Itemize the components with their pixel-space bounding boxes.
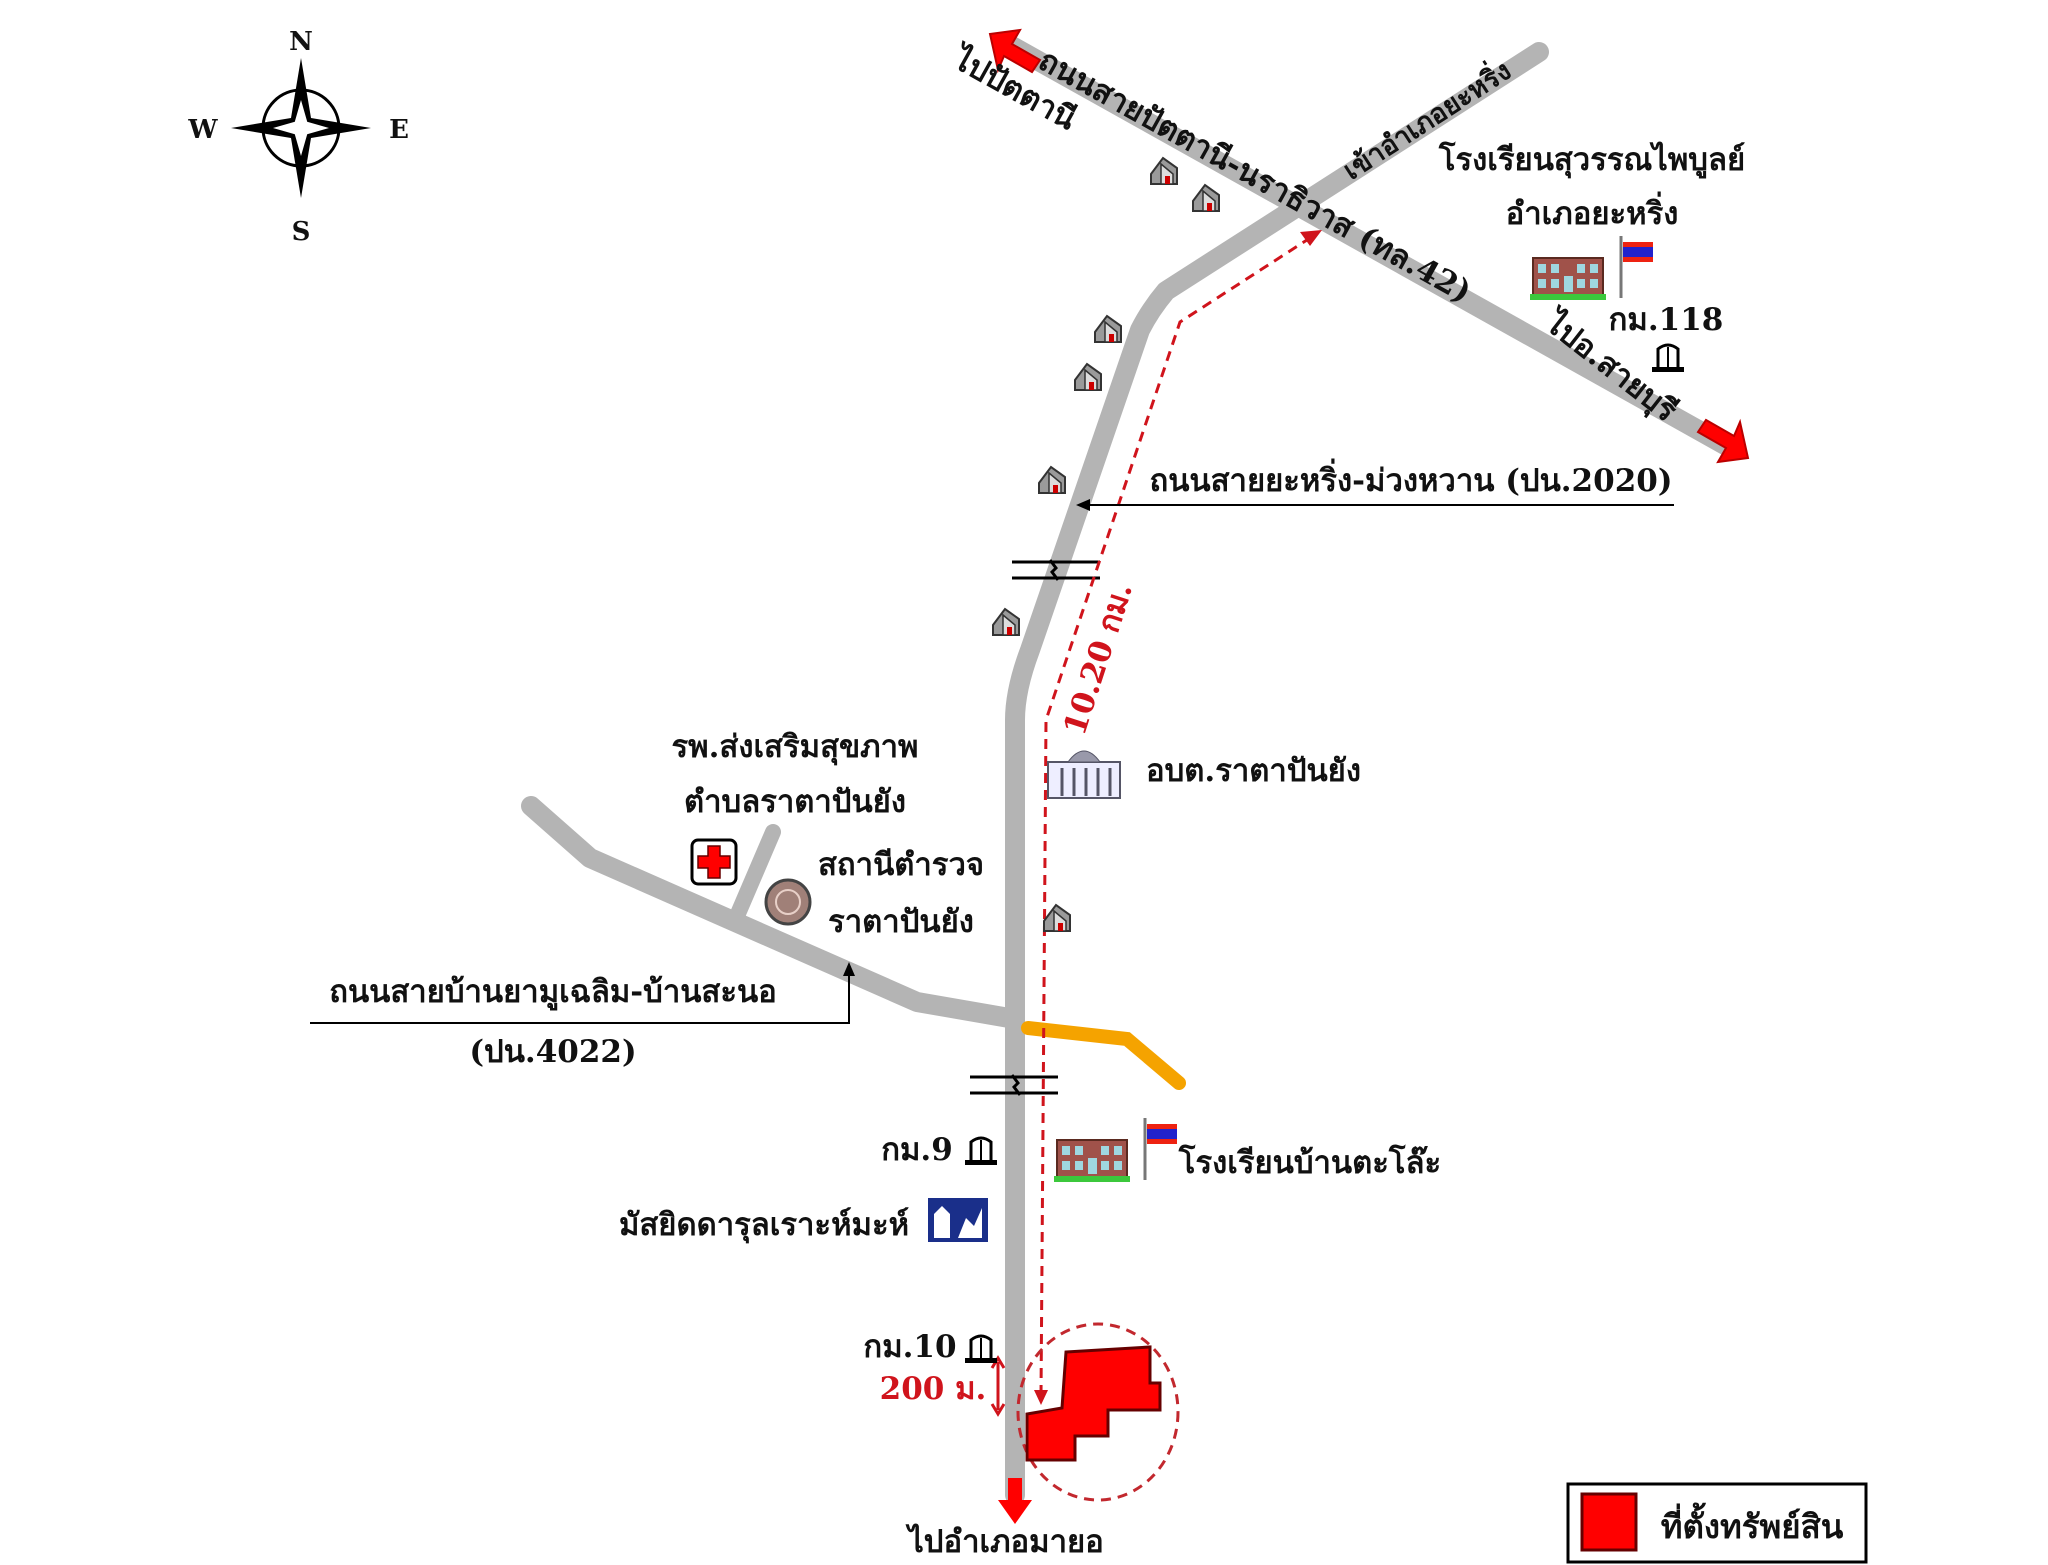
school-talo-label: โรงเรียนบ้านตะโล๊ะ <box>1178 1144 1441 1181</box>
km10-label: กม.10 <box>863 1329 956 1365</box>
house-icon <box>1094 315 1122 343</box>
house-icon <box>992 608 1020 636</box>
compass-north: N <box>289 27 313 57</box>
to-mayo-label: ไปอำเภอมายอ <box>905 1523 1104 1560</box>
house-icon <box>1192 184 1220 212</box>
police-station-icon <box>764 878 812 926</box>
highway-42-label: ถนนสายปัตตานี-นราธิวาส (ทล.42) <box>1033 42 1478 310</box>
hospital-subdistrict-label: ตำบลราตาปันยัง <box>684 784 906 820</box>
road-break <box>970 559 1100 1096</box>
spur-road <box>726 824 781 931</box>
offset-distance-label: 200 ม. <box>880 1371 987 1407</box>
route-arrowhead <box>1300 230 1322 246</box>
house-icon <box>1038 466 1066 494</box>
police-station-label: สถานีตำรวจ <box>818 847 984 883</box>
hospital-icon <box>690 838 738 886</box>
legend-property-swatch <box>1580 1492 1638 1552</box>
sao-label: อบต.ราตาปันยัง <box>1146 753 1361 789</box>
house-icon <box>1043 904 1071 932</box>
hospital-label: รพ.ส่งเสริมสุขภาพ <box>672 729 919 766</box>
yamu-sano-code-label: (ปน.4022) <box>469 1034 636 1070</box>
km-post-icon <box>963 1334 999 1365</box>
school-icon <box>1528 234 1655 302</box>
compass-west: W <box>187 115 218 145</box>
route-dashed-line <box>1039 236 1311 1396</box>
highway-42 <box>1000 35 1735 455</box>
mosque-icon <box>928 1198 988 1242</box>
compass-east: E <box>389 115 409 145</box>
mosque-label: มัสยิดดารุลเราะห์มะห์ <box>619 1207 909 1244</box>
property-highlight-circle <box>1016 1322 1180 1502</box>
arrow-to-pattani <box>988 28 1042 74</box>
yaring-muangwan-road <box>1005 42 1549 1505</box>
house-icon <box>1074 363 1102 391</box>
property-parcel <box>1025 1345 1162 1462</box>
km-post-icon <box>963 1136 999 1167</box>
police-station-sub-label: ราตาปันยัง <box>828 904 974 940</box>
yaring-muangwan-label: ถนนสายยะหริ่ง-ม่วงหวาน (ปน.2020) <box>1149 458 1672 499</box>
arrow-to-mayo <box>998 1478 1032 1524</box>
km-post-icon <box>1650 343 1686 374</box>
school-suwanpaiboon-district-label: อำเภอยะหริ่ง <box>1506 191 1679 232</box>
sao-building-icon <box>1047 750 1121 799</box>
compass-south: S <box>292 217 311 247</box>
legend-property-label: ที่ตั้งทรัพย์สิน <box>1661 1502 1844 1546</box>
house-icon <box>1150 157 1178 185</box>
yamu-sano-pointer <box>310 962 855 1024</box>
offset-arrow <box>990 1355 1006 1417</box>
school-suwanpaiboon-label: โรงเรียนสุวรรณไพบูลย์ <box>1438 141 1745 179</box>
arrow-to-saiburi <box>1696 418 1750 464</box>
local-road <box>1021 1021 1186 1090</box>
km118-label: กม.118 <box>1609 302 1724 338</box>
km9-label: กม.9 <box>881 1132 953 1168</box>
legend: ที่ตั้งทรัพย์สิน <box>1566 1482 1868 1564</box>
route-end-arrow <box>1034 1390 1048 1405</box>
school-icon <box>1052 1116 1179 1184</box>
yamu-sano-road <box>521 796 1025 1029</box>
yamu-sano-label: ถนนสายบ้านยามูเฉลิม-บ้านสะนอ <box>329 974 777 1011</box>
route-distance-label: 10.20 กม. <box>1057 578 1140 739</box>
yaring-muangwan-pointer <box>1076 499 1674 511</box>
compass-rose: N S E W <box>187 27 409 247</box>
